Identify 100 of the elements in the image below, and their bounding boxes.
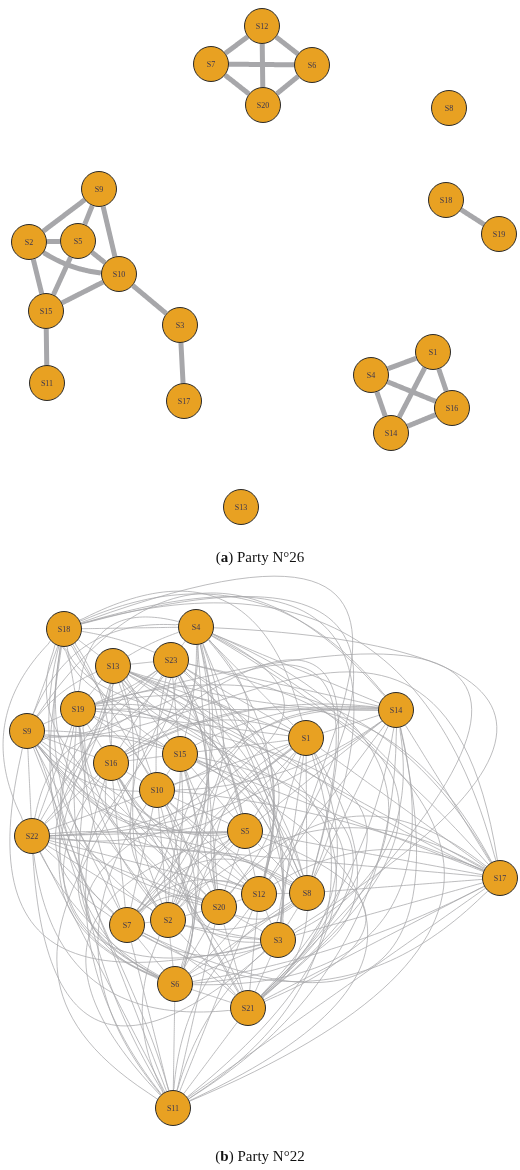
network-node [9,713,45,749]
edge-line [81,626,179,630]
edge-line [235,899,243,902]
network-node [28,293,64,329]
edge-line [183,770,216,891]
edge-line [88,679,103,696]
network-node [260,922,296,958]
node-label: S10 [112,269,126,279]
edge-line [49,830,228,837]
node-label: S3 [273,935,283,945]
edge-line [77,676,178,978]
node-label: S22 [25,831,39,841]
network-node [60,691,96,727]
edge-line [172,1001,176,1091]
node-label: S11 [40,378,54,388]
edge-line [43,671,499,861]
node-label: S18 [439,195,453,205]
network-node [139,772,175,808]
node-label: S9 [22,726,32,736]
edge-line [211,635,489,865]
network-node [93,745,129,781]
edge-line [286,907,299,926]
edge-line [155,676,167,773]
node-label: S7 [206,59,216,69]
edge-line [187,887,486,1099]
network-node [81,171,117,207]
edge-line [119,778,240,993]
edge-line [130,807,154,908]
edge-line [130,941,170,1092]
network-node [245,87,281,123]
edge-line [314,725,389,878]
edge-line [79,593,386,696]
edge-line [33,747,167,1092]
network-node [434,390,470,426]
edge-line [60,670,202,904]
edge-line [386,379,437,404]
edge-line [263,885,485,1001]
edge-line [186,841,261,940]
edge-line [97,803,162,1096]
edge-line [294,727,404,934]
edge-line [126,771,142,782]
subfigure-caption: (a) Party N°26 [215,549,305,566]
subfigure-caption: (b) Party N°22 [215,1148,305,1165]
edge-line [118,682,152,774]
edge-line [269,723,386,881]
edge-line [45,238,62,245]
edge-line [324,878,483,893]
edge-line [178,341,186,385]
node-label: S6 [307,60,317,70]
edge-line [213,627,498,932]
network-node [153,642,189,678]
edge-line [274,35,300,56]
network-node [373,415,409,451]
edge-line [94,695,275,878]
edge-line [127,644,199,758]
edge-line [48,839,243,891]
edge-line [32,853,231,1013]
edge-line [227,61,296,68]
edge-line [124,659,340,877]
node-label: S10 [150,785,164,795]
network-node [378,692,414,728]
edge-line [141,890,489,983]
edge-line [119,778,243,888]
node-label: S1 [301,733,311,743]
edge-line [41,197,87,234]
edge-line [169,802,247,882]
edge-line [273,848,485,885]
edge-line [137,938,165,971]
network-node [162,307,198,343]
edge-line [136,858,294,911]
edge-line [276,892,290,895]
edge-line [27,748,32,819]
edge-line [77,616,180,692]
edge-line [86,723,103,749]
edge-line [183,838,230,970]
edge-line [79,590,303,721]
edge-line [166,803,261,944]
network-node [428,182,464,218]
edge-line [254,752,297,817]
edge-line [181,640,186,647]
edge-line [223,923,244,992]
edge-line [179,844,234,907]
edge-line [125,707,493,863]
edge-line [262,910,309,999]
edge-line [51,256,73,296]
edge-line [180,770,199,968]
edge-line [189,761,369,1102]
edge-line [213,744,290,890]
edge-line [40,671,158,821]
edge-line [248,848,256,877]
node-label: S14 [389,705,403,715]
edge-line [169,802,292,887]
node-label: S19 [492,229,506,239]
node-label: S8 [302,888,312,898]
edge-line [74,642,112,746]
edge-line [110,683,114,746]
edge-line [94,684,492,863]
edge-line [186,668,291,730]
network-node [201,889,237,925]
edge-line [177,676,239,815]
